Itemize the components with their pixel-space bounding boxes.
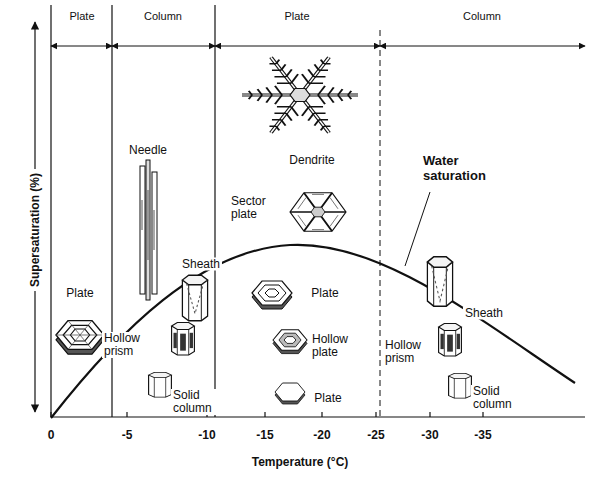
- axis-title: Temperature (°C): [250, 456, 351, 469]
- hollow-prism-crystal: [439, 324, 462, 356]
- crystal-label: Sector plate: [229, 195, 281, 221]
- plate-crystal: [275, 383, 305, 404]
- crystal-label: Hollow plate: [310, 333, 362, 359]
- hollow-plate-crystal: [273, 330, 307, 354]
- crystal-label: Plate: [309, 287, 340, 300]
- curve-label: Water saturation: [421, 153, 503, 183]
- tick-label: -10: [196, 429, 217, 442]
- crystal-label: Hollow prism: [102, 332, 154, 358]
- tick-label: -20: [311, 429, 332, 442]
- crystal-label: Plate: [64, 287, 95, 300]
- solid-column-crystal: [449, 373, 472, 398]
- crystal-label: Solid column: [471, 385, 523, 411]
- dendrite-crystal: [242, 57, 358, 132]
- regime-label: Plate: [67, 10, 96, 23]
- crystal-label: Needle: [127, 144, 169, 157]
- crystal-label: Hollow prism: [383, 339, 435, 365]
- tick-label: 0: [46, 429, 57, 442]
- regime-label: Plate: [282, 10, 311, 23]
- axis-title: Supersaturation (%): [29, 169, 42, 291]
- tick-label: -15: [254, 429, 275, 442]
- regime-lines: [51, 5, 585, 417]
- needle-crystal: [140, 160, 157, 300]
- tick-label: -35: [472, 429, 493, 442]
- tick-label: -30: [419, 429, 440, 442]
- tick-label: -5: [120, 429, 135, 442]
- regime-label: Column: [142, 10, 184, 23]
- axes: [35, 22, 585, 417]
- sheath-crystal: [182, 275, 207, 321]
- tick-label: -25: [365, 429, 386, 442]
- hollow-prism-crystal: [172, 323, 195, 355]
- crystal-label: Sheath: [180, 258, 222, 271]
- crystal-label: Dendrite: [287, 154, 336, 167]
- plate-crystal: [252, 281, 292, 309]
- crystal-label: Sheath: [463, 307, 505, 320]
- solid-column-crystal: [149, 372, 172, 397]
- sector-plate-crystal: [290, 193, 346, 231]
- crystal-label: Plate: [312, 392, 343, 405]
- regime-label: Column: [461, 10, 503, 23]
- leader-line: [405, 192, 430, 266]
- sheath-crystal: [427, 257, 452, 306]
- plate-crystal: [56, 321, 104, 355]
- crystal-label: Solid column: [171, 389, 223, 415]
- water-saturation-curve: [51, 245, 575, 418]
